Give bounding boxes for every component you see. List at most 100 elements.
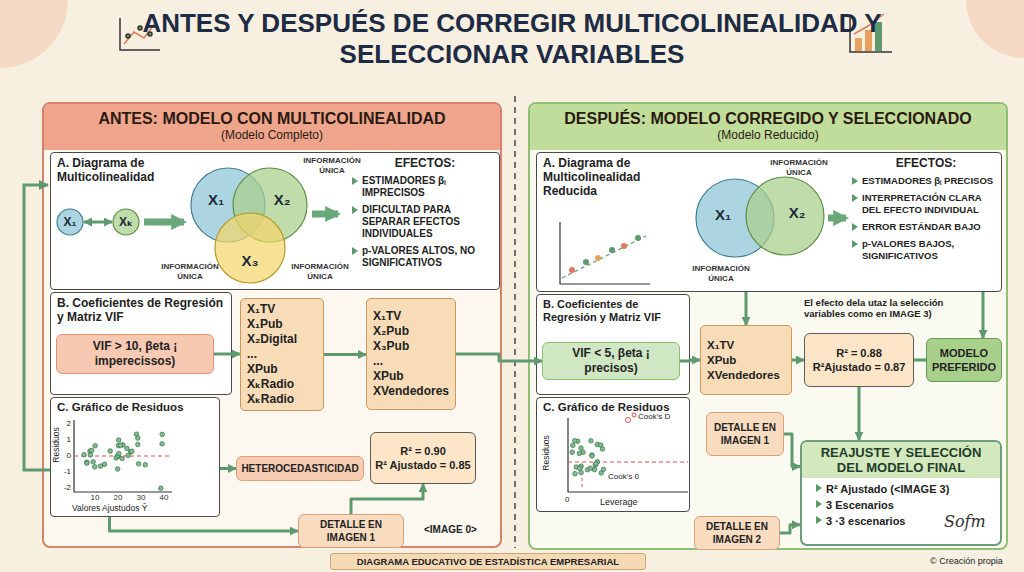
circle-label: X₁ (715, 206, 731, 223)
arrow-mark (816, 516, 822, 524)
circle-label: X₃ (242, 252, 259, 269)
box-text: DETALLE EN IMAGEN 2 (699, 520, 775, 546)
process-box: DETALLE EN IMAGEN 2 (694, 516, 780, 550)
data-point (93, 444, 98, 449)
variable-list: X₁TVX₂PubX₃Pub...XPubXVendedores (366, 298, 456, 410)
label: INFORMACIÓN ÚNICA (158, 262, 222, 282)
box-text: DETALLE EN IMAGEN 1 (711, 421, 779, 447)
data-point (590, 453, 595, 458)
data-point (573, 471, 578, 476)
section-title: A. Diagrama de Multicolinealidad Reducid… (543, 156, 693, 198)
label: 10 (87, 493, 103, 503)
label: Sofm (944, 512, 998, 531)
variable-list: X₁TVX₁PubX₂Digital...XPubXₖRadioXₖRadio (240, 298, 324, 411)
circle-label: X₂ (789, 204, 806, 221)
data-point (108, 449, 113, 454)
data-point (85, 461, 90, 466)
circle-label: X₂ (274, 191, 291, 208)
data-point (578, 466, 583, 471)
process-box: VIF > 10, βeta ¡ imperecissos) (56, 334, 214, 374)
variable-list: X₁TVXPubXVendedores (700, 325, 792, 395)
corner-blob (0, 0, 68, 68)
circle-node: X₂ (745, 176, 825, 256)
connector (792, 359, 804, 362)
data-point (590, 454, 595, 459)
label: 20 (110, 493, 126, 503)
variable-name: X₃Pub (373, 339, 449, 354)
section-box: B. Coeficientes de Regresión y Matriz VI… (536, 294, 690, 395)
process-box: R² = 0.90R² Ajustado = 0.85 (370, 432, 476, 484)
data-point (118, 443, 123, 448)
data-point (82, 452, 87, 457)
process-box: HETEROCEDASTICIDAD (236, 456, 364, 481)
circle-outline (215, 213, 285, 283)
arrow-mark (852, 194, 858, 202)
effect-row: ESTIMADORES βᵢ PRECISOS (852, 175, 1000, 187)
box-text: R² = 0.88 (836, 346, 882, 360)
circle-label: X₁ (208, 191, 224, 208)
arrow-mark (352, 247, 358, 255)
panel-subtitle: (Modelo Reducido) (534, 128, 1002, 143)
effects-heading: EFECTOS: (352, 156, 498, 170)
variable-name: XVendedores (707, 368, 785, 383)
arrow-mark (852, 223, 858, 231)
process-box: R² = 0.88R²Ajustado = 0.87 (804, 333, 914, 387)
label: -2 (58, 483, 71, 493)
connector (680, 360, 700, 361)
panel-subtitle: (Modelo Completo) (48, 128, 496, 143)
final-row: 3 Escenarios (816, 498, 994, 512)
box-text: R²Ajustado = 0.87 (813, 360, 906, 374)
arrow-mark (352, 206, 358, 214)
variable-name: X₂Digital (247, 332, 317, 347)
box-text: MODELO PREFERIDO (931, 346, 997, 374)
data-point (579, 446, 584, 451)
label: Valores Ajustudos Ŷ (72, 503, 202, 513)
effect-row: DIFICULTAD PARA SEPARAR EFECTOS INDIVIDU… (352, 204, 498, 240)
data-point (136, 436, 141, 441)
effect-row: p-VALORES BAJOS, SIGNIFICATIVOS (852, 238, 1000, 262)
section-title: A. Diagrama de Multicolinealidad (57, 156, 207, 184)
box-text: R² = 0.90 (400, 444, 446, 458)
label: INFORMACIÓN ÚNICA (688, 264, 754, 284)
label: 0 (58, 451, 71, 461)
effect-item: ERROR ESTÁNDAR BAJO (862, 221, 981, 233)
label: 0 (565, 495, 575, 505)
label: Residuos (51, 420, 61, 470)
arrow-mark (352, 177, 358, 185)
label: <IMAGE 0> (424, 524, 494, 536)
data-point (588, 466, 593, 471)
variable-name: XPub (247, 362, 317, 377)
circle-shape (745, 176, 825, 256)
panel-title: ANTES: MODELO CON MULTICOLINEALIDAD (48, 109, 496, 128)
label: 30 (133, 493, 149, 503)
data-point (571, 443, 576, 448)
flow-arrow (312, 211, 338, 218)
data-point (85, 460, 90, 465)
data-point (601, 467, 606, 472)
data-point (159, 486, 164, 491)
variable-name: X₁TV (247, 302, 317, 317)
connector (914, 359, 926, 362)
box-text: VIF < 5, βeta ¡ precisos) (547, 346, 675, 376)
data-point (117, 451, 122, 456)
connector (324, 353, 366, 356)
section-box: C. Gráfico de Residuos (50, 397, 220, 517)
final-header: REAJUSTE Y SELECCIÓN DEL MODELO FINAL (802, 442, 1000, 478)
effect-item: ESTIMADORES βᵢ PRECISOS (862, 175, 993, 187)
data-point (91, 460, 96, 465)
data-point (92, 465, 97, 470)
label: 2 (58, 419, 71, 429)
variable-name: X₁Pub (247, 317, 317, 332)
label: © Creación propia (930, 556, 1022, 567)
panel-header: DESPUÉS: MODELO CORREGIDO Y SELECCIONADO… (530, 104, 1006, 150)
effect-item: p-VALORES BAJOS, SIGNIFICATIVOS (862, 238, 1000, 262)
data-point (116, 438, 121, 443)
effect-item: INTERPRETACIÓN CLARA DEL EFECTO INDIVIDU… (862, 192, 1000, 216)
label: INFORMACIÓN ÚNICA (300, 156, 364, 176)
connector (84, 221, 112, 224)
data-point (579, 470, 584, 475)
label: INFORMACIÓN ÚNICA (766, 158, 832, 178)
final-title: REAJUSTE Y SELECCIÓN DEL MODELO FINAL (806, 445, 996, 475)
data-point (573, 438, 578, 443)
effect-item: DIFICULTAD PARA SEPARAR EFECTOS INDIVIDU… (362, 204, 498, 240)
